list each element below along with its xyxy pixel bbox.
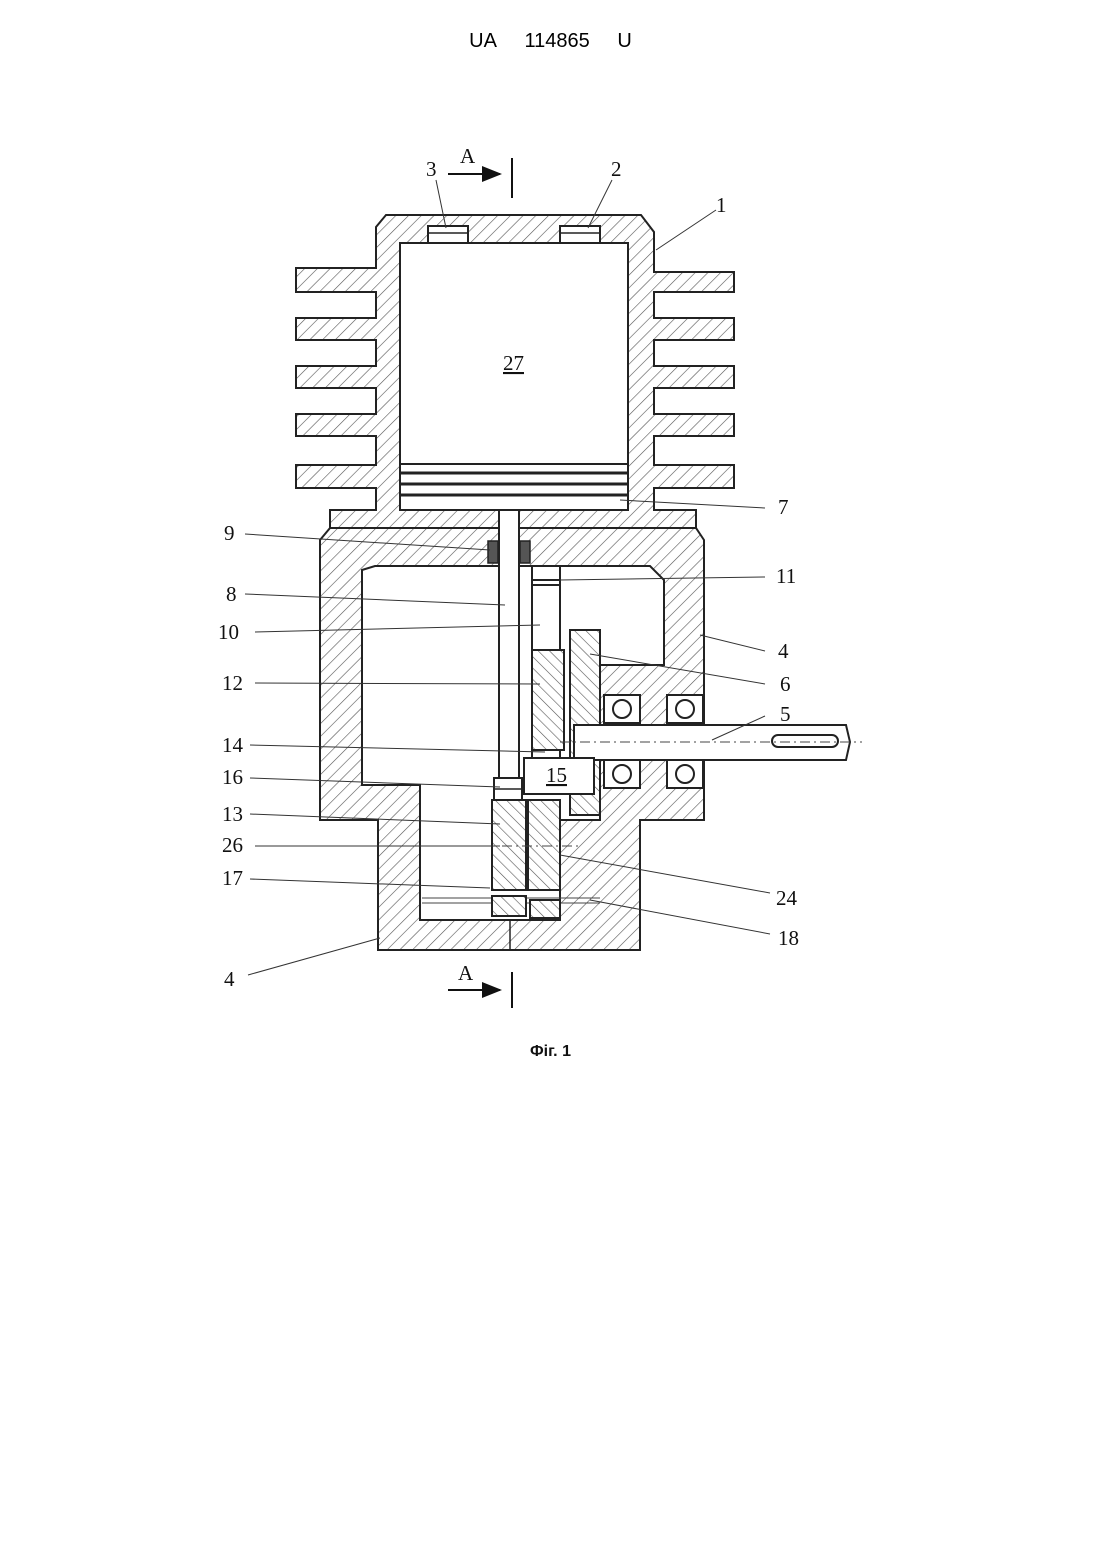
connecting-rod [499, 510, 519, 795]
gear-24 [528, 800, 560, 890]
figure-caption: Фіг. 1 [0, 1043, 1101, 1061]
label-5: 5 [780, 702, 791, 726]
label-13: 13 [222, 802, 243, 826]
label-27: 27 [503, 351, 524, 375]
label-16: 16 [222, 765, 243, 789]
section-mark-top: A [448, 144, 512, 198]
label-12: 12 [222, 671, 243, 695]
label-1: 1 [716, 193, 727, 217]
valve-3 [428, 226, 468, 243]
seal-right [520, 541, 530, 563]
label-24: 24 [776, 886, 798, 910]
label-2: 2 [611, 157, 622, 181]
label-6: 6 [780, 672, 791, 696]
label-7: 7 [778, 495, 789, 519]
label-4-bottom: 4 [224, 967, 235, 991]
section-mark-bottom: A [448, 961, 512, 1008]
label-18: 18 [778, 926, 799, 950]
label-11: 11 [776, 564, 796, 588]
label-14: 14 [222, 733, 244, 757]
gear-18 [530, 900, 560, 918]
label-4-right: 4 [778, 639, 789, 663]
section-label-bottom: A [458, 961, 474, 985]
label-3: 3 [426, 157, 437, 181]
label-8: 8 [226, 582, 237, 606]
piston [400, 464, 628, 510]
seal-left [488, 541, 498, 563]
label-26: 26 [222, 833, 243, 857]
output-shaft [560, 725, 862, 760]
gear-17 [492, 896, 526, 916]
gear-12 [532, 650, 564, 750]
label-17: 17 [222, 866, 243, 890]
section-label-top: A [460, 144, 476, 168]
valve-2 [560, 226, 600, 243]
label-10: 10 [218, 620, 239, 644]
label-9: 9 [224, 521, 235, 545]
label-15: 15 [546, 763, 567, 787]
gear-13 [492, 800, 526, 890]
